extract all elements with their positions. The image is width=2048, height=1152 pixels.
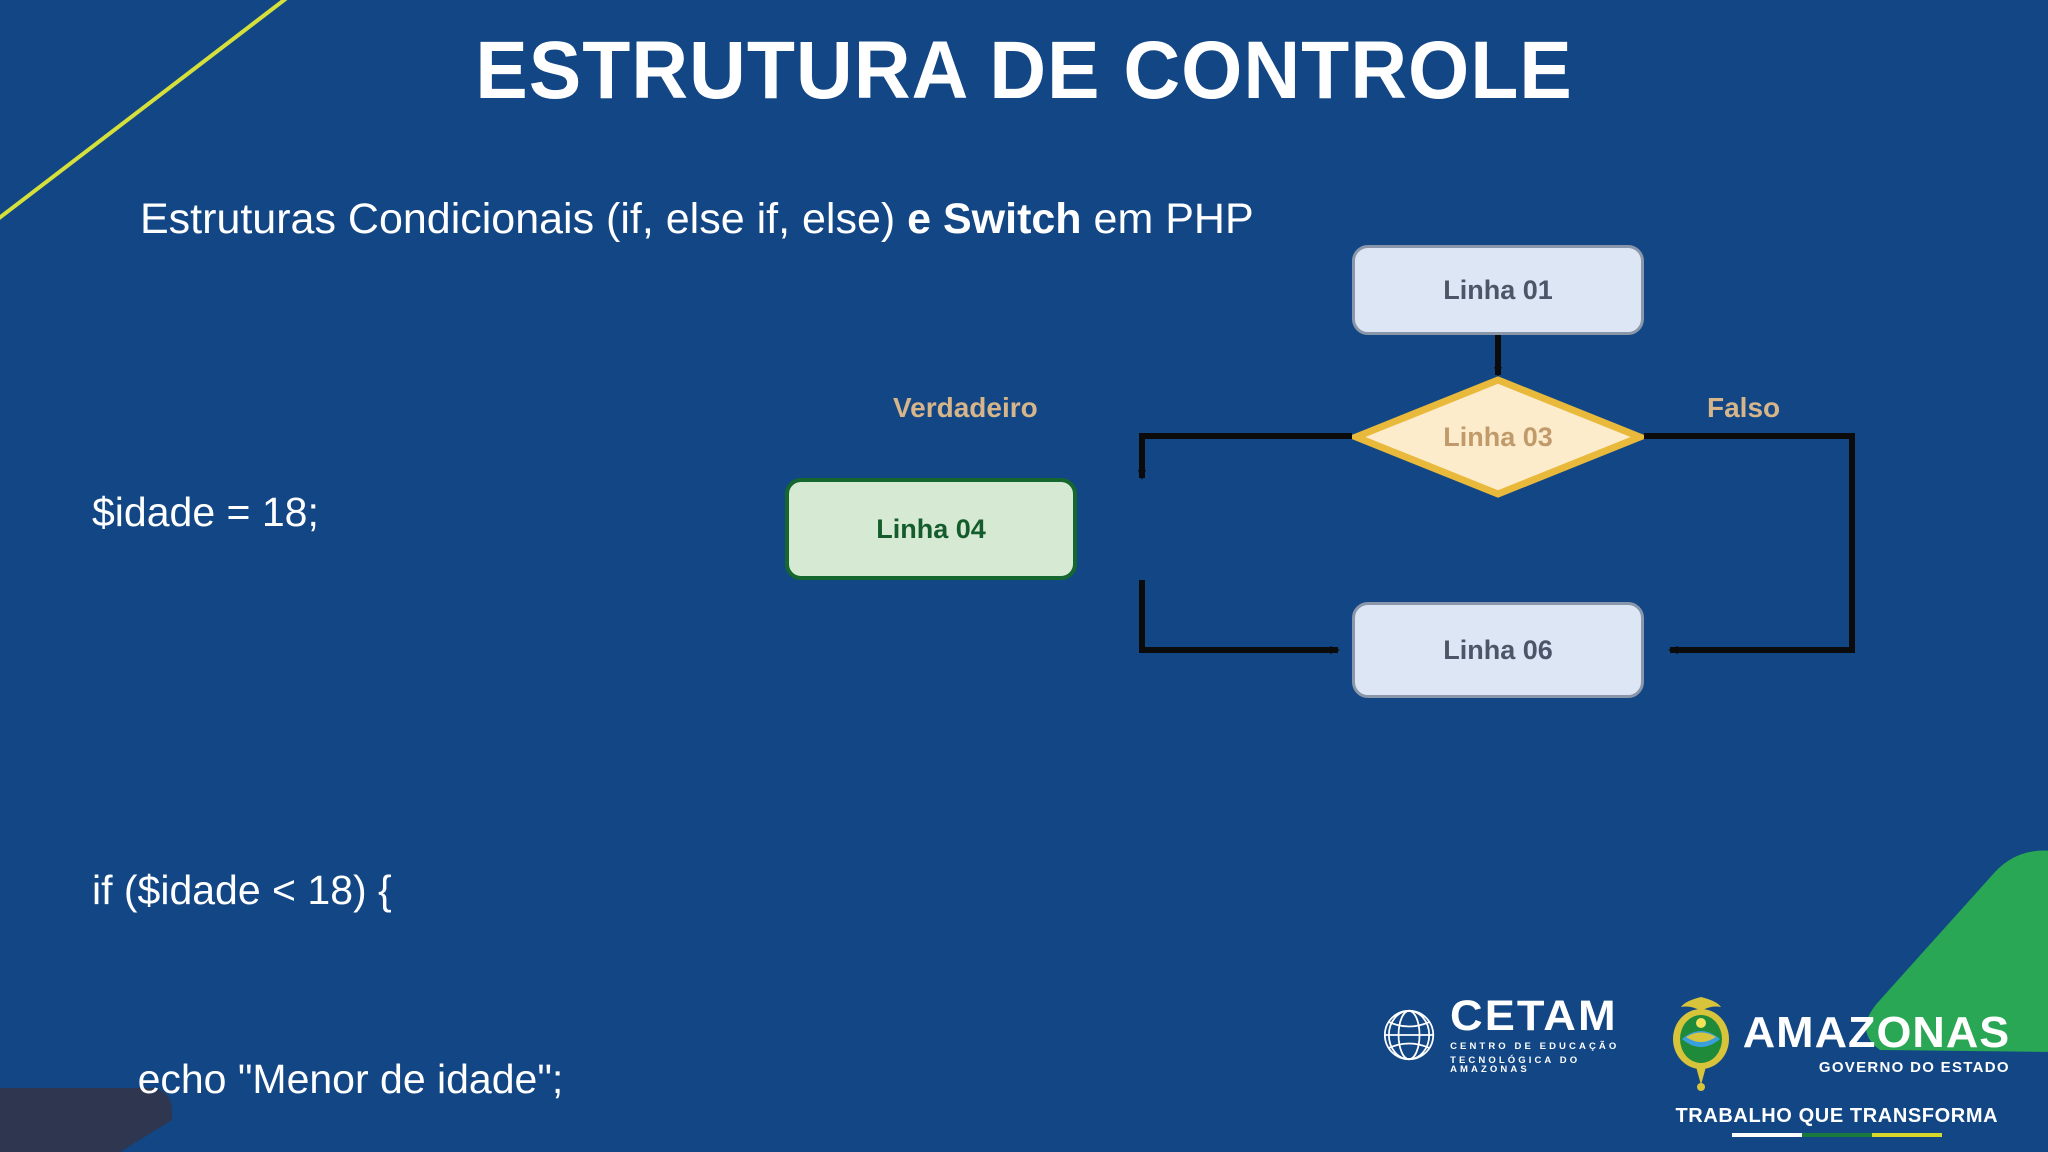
amazonas-rule — [1731, 1133, 1942, 1137]
code-line: $idade = 18; — [92, 489, 319, 535]
subtitle: Estruturas Condicionais (if, else if, el… — [140, 195, 1254, 243]
flow-node-label: Linha 04 — [876, 513, 986, 544]
cetam-logo: CETAM CENTRO DE EDUCAÇÃO TECNOLÓGICA DO … — [1380, 995, 1624, 1075]
edge-linha03-false-to-linha06 — [1644, 433, 1855, 654]
flow-node-linha03[interactable]: Linha 03 — [1352, 376, 1644, 498]
amazonas-logo-row: AMAZONAS GOVERNO DO ESTADO — [1664, 995, 2010, 1091]
logo-bar: CETAM CENTRO DE EDUCAÇÃO TECNOLÓGICA DO … — [1380, 995, 2009, 1137]
flow-node-linha04[interactable]: Linha 04 — [785, 478, 1077, 580]
flow-node-linha06[interactable]: Linha 06 — [1352, 602, 1644, 698]
amazonas-text-block: AMAZONAS GOVERNO DO ESTADO — [1742, 1011, 2010, 1076]
subtitle-strong: e Switch — [907, 195, 1082, 243]
subtitle-part2: em PHP — [1081, 195, 1254, 243]
page-title: ESTRUTURA DE CONTROLE — [475, 25, 1573, 116]
flow-node-label: Linha 03 — [1443, 421, 1553, 452]
flow-node-label: Linha 01 — [1443, 274, 1553, 305]
coat-of-arms-icon — [1672, 997, 1729, 1091]
amazonas-subtitle: GOVERNO DO ESTADO — [1818, 1059, 2010, 1076]
amazonas-logo: AMAZONAS GOVERNO DO ESTADO TRABALHO QUE … — [1664, 995, 2010, 1137]
flowchart-diagram: Linha 01 Linha 03 Verdadeiro Falso Linha… — [785, 245, 2000, 990]
edge-label-verdadeiro: Verdadeiro — [893, 392, 1038, 423]
amazonas-tagline: TRABALHO QUE TRANSFORMA — [1675, 1105, 1999, 1127]
subtitle-part1: Estruturas Condicionais (if, else if, el… — [140, 195, 908, 243]
edge-label-falso: Falso — [1707, 392, 1781, 423]
cetam-text-block: CETAM CENTRO DE EDUCAÇÃO TECNOLÓGICA DO … — [1450, 995, 1624, 1075]
php-code-block: $idade = 18; if ($idade < 18) { echo "Me… — [92, 355, 784, 1152]
code-line: if ($idade < 18) { — [92, 867, 392, 913]
flow-node-label: Linha 06 — [1443, 634, 1553, 665]
cetam-subline-1: CENTRO DE EDUCAÇÃO — [1450, 1041, 1620, 1052]
amazonas-name: AMAZONAS — [1742, 1008, 2010, 1057]
cetam-name: CETAM — [1450, 992, 1618, 1040]
flowchart-connectors — [1138, 335, 1855, 654]
rule-segment-yellow — [1871, 1133, 1942, 1137]
cetam-subline-2: TECNOLÓGICA DO AMAZONAS — [1450, 1054, 1581, 1075]
globe-icon — [1383, 1009, 1435, 1060]
diamond-shape-icon — [1352, 376, 1644, 498]
rule-segment-green — [1801, 1133, 1872, 1137]
flow-node-linha01[interactable]: Linha 01 — [1352, 245, 1644, 335]
rule-segment-white — [1731, 1133, 1802, 1137]
edge-linha04-to-linha06 — [1139, 580, 1340, 654]
edge-linha03-true-to-linha04 — [1138, 433, 1352, 480]
code-line: echo "Menor de idade"; — [92, 1056, 564, 1102]
code-line — [92, 670, 784, 733]
